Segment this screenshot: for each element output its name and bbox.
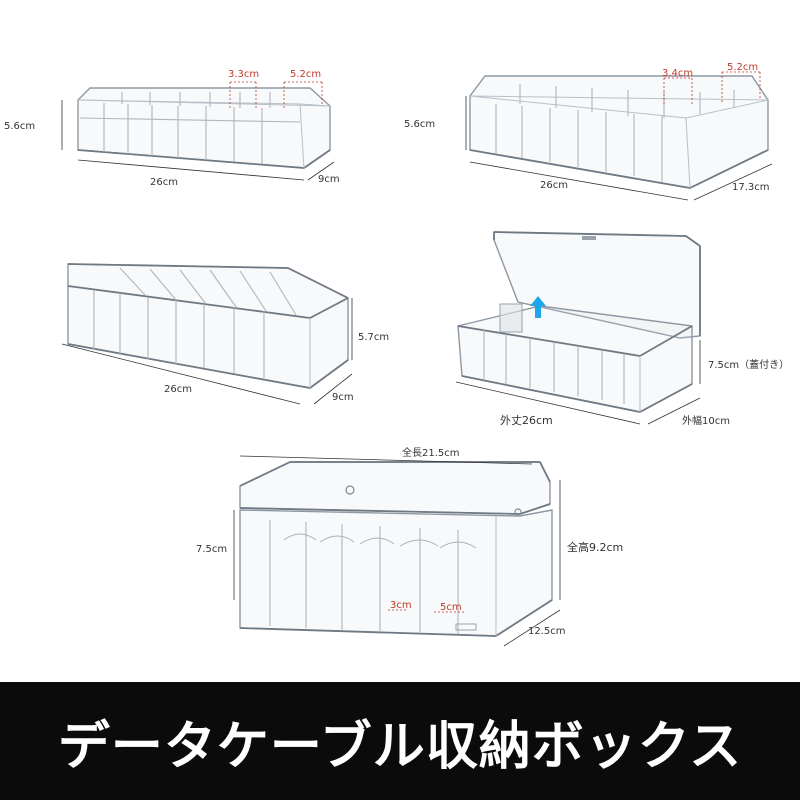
box-4-height: 7.5cm（蓋付き）: [708, 358, 789, 371]
box-2-depth: 17.3cm: [732, 182, 770, 193]
box-1: 5.6cm 26cm 9cm 3.3cm 5.2cm: [4, 69, 340, 188]
box-1-dividers: [79, 92, 301, 164]
box-2-height: 5.6cm: [404, 119, 435, 130]
box-3-dividers: [93, 267, 297, 378]
up-arrow-icon: [530, 296, 546, 318]
box-1-large-slot: 5.2cm: [290, 69, 321, 80]
box-2-length: 26cm: [540, 180, 568, 191]
banner-title: データケーブル収納ボックス: [57, 716, 743, 777]
box-2-small-slot: 3.4cm: [662, 68, 693, 79]
box-2-large-slot: 5.2cm: [727, 62, 758, 73]
product-illustration: 5.6cm 26cm 9cm 3.3cm 5.2cm: [4, 62, 789, 647]
box-5-dividers: [269, 520, 477, 634]
box-5-total-length: 全長21.5cm: [402, 446, 460, 459]
box-1-depth: 9cm: [318, 174, 340, 185]
box-1-length: 26cm: [150, 177, 178, 188]
box-5-total-height: 全高9.2cm: [567, 540, 623, 554]
box-3-height: 5.7cm: [358, 332, 389, 343]
box-5-large-slot: 5cm: [440, 602, 462, 613]
box-1-height: 5.6cm: [4, 121, 35, 132]
title-banner: データケーブル収納ボックス: [0, 682, 800, 800]
box-4-length: 外丈26cm: [500, 414, 553, 427]
box-5-height: 7.5cm: [196, 544, 227, 555]
box-5-lid: [239, 461, 551, 515]
box-3: 5.7cm 26cm 9cm: [61, 263, 389, 405]
box-5: 全長21.5cm 7.5cm 全高9.2cm 12.5cm 3cm 5cm: [196, 446, 623, 647]
box-3-depth: 9cm: [332, 392, 354, 403]
box-2-dividers: [495, 84, 735, 182]
box-1-small-slot: 3.3cm: [228, 69, 259, 80]
box-4-depth: 外幅10cm: [682, 414, 730, 427]
box-2: 5.6cm 26cm 17.3cm 3.4cm 5.2cm: [404, 62, 773, 201]
box-5-small-slot: 3cm: [390, 600, 412, 611]
box-3-length: 26cm: [164, 384, 192, 395]
box-5-depth: 12.5cm: [528, 626, 566, 637]
box-4: 7.5cm（蓋付き） 外丈26cm 外幅10cm: [455, 231, 789, 427]
box-4-dividers: [483, 303, 625, 404]
